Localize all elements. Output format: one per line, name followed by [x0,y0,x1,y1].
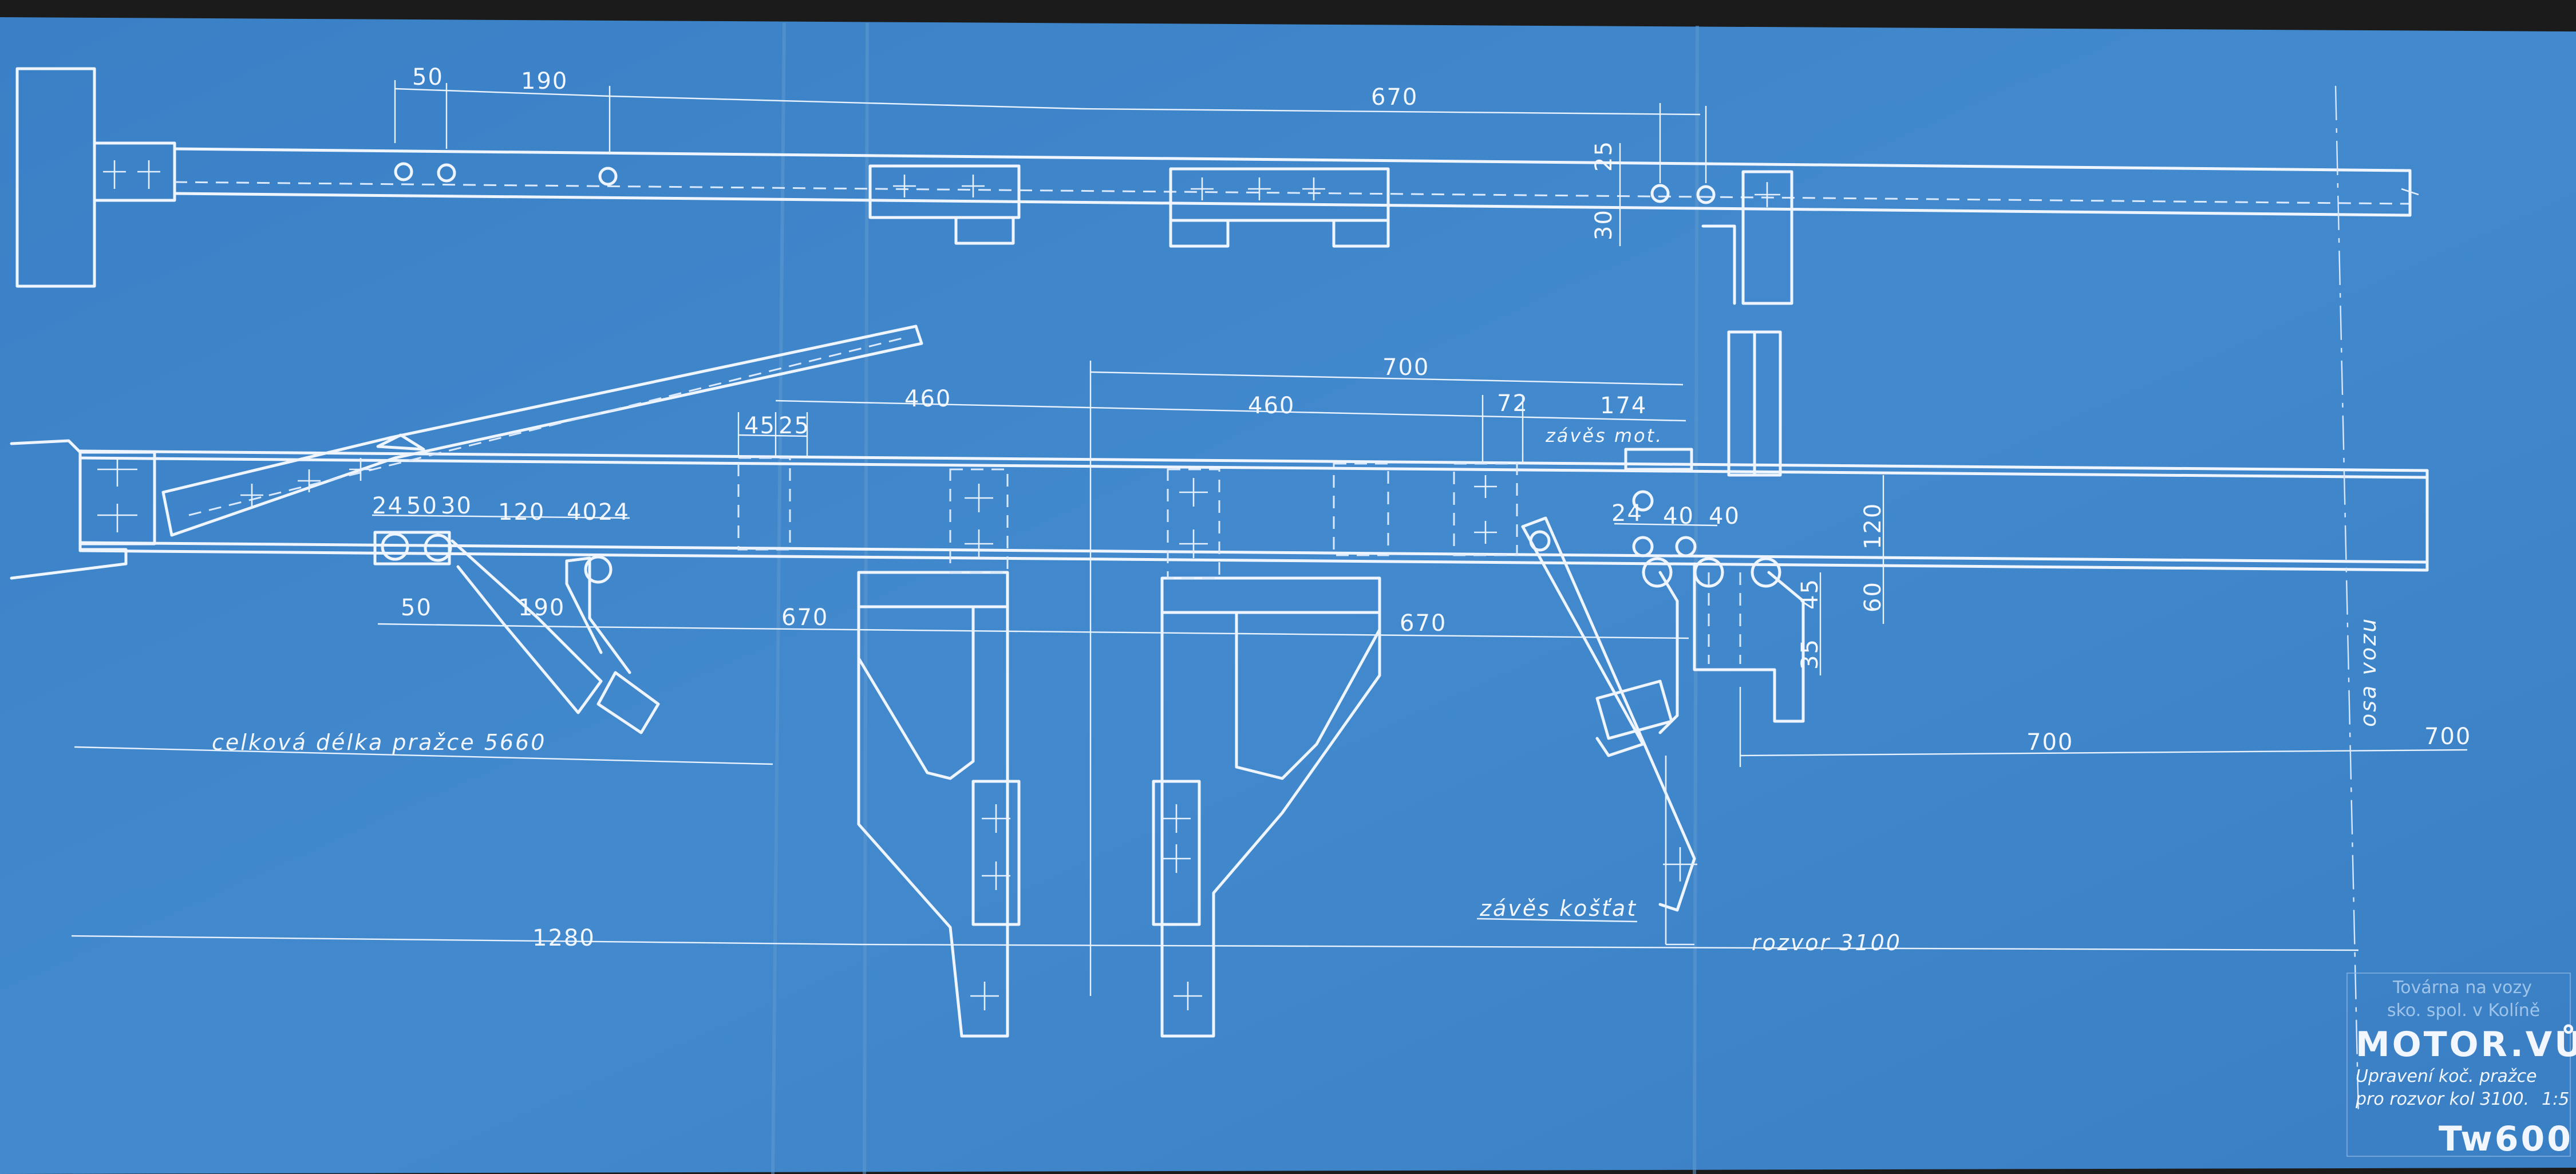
dim-25-top: 25 [779,413,810,439]
dim-45-top: 45 [744,413,776,439]
wheelbase-note: rozvor 3100 [1752,930,1902,955]
dim-45-vertical: 45 [1797,578,1823,610]
title-block: Továrna na vozy sko. spol. v Kolíně MOTO… [2346,973,2576,1159]
total-length-note: celková délka pražce 5660 [212,730,546,755]
motor-hanger-note: závěs mot. [1545,425,1663,446]
top-view-beam [15,67,2419,305]
dim-40-right-a: 40 [1663,503,1694,529]
paper-background [0,17,2576,1174]
factory-stamp-line2: sko. spol. v Kolíně [2387,1001,2540,1021]
dim-174: 174 [1600,393,1647,419]
dim-24-a: 24 [372,493,404,519]
dim-1280: 1280 [532,925,595,951]
dim-40-right-b: 40 [1709,503,1740,529]
main-frame-beam [10,325,2429,588]
dim-460-a: 460 [904,386,951,412]
dim-72: 72 [1497,390,1528,417]
drawing-title: MOTOR.VŮZ. [2356,1024,2576,1065]
dim-24-b: 24 [598,499,630,525]
main-dimensions: 700 460 460 72 174 45 25 24 50 30 120 40… [71,354,2471,996]
dim-670-b: 670 [1400,610,1447,637]
drawing-number: Tw600. [2439,1119,2576,1159]
dim-25: 25 [1591,140,1617,172]
left-hanger [373,531,660,734]
dim-30: 30 [441,493,472,519]
central-hanger-right [1152,468,1381,1038]
dim-120: 120 [498,499,545,525]
right-assembly [1521,330,1805,946]
car-axis-label: osa vozu [2356,617,2381,727]
dim-460-b: 460 [1248,393,1295,419]
dim-670-a: 670 [781,604,828,631]
brush-hanger-leader [1476,918,1638,923]
dim-35-vertical: 35 [1797,638,1823,670]
dim-700-right-a: 700 [2026,729,2073,756]
dim-190: 190 [521,68,568,94]
dim-700-right-b: 700 [2424,724,2471,750]
dim-30: 30 [1591,209,1617,240]
factory-stamp-line1: Továrna na vozy [2392,978,2532,998]
dim-700-upper: 700 [1382,354,1429,381]
description-line2: pro rozvor kol 3100. [2355,1089,2529,1109]
dim-50-lower: 50 [401,595,432,621]
dim-670: 670 [1371,84,1418,110]
paper-seam [863,22,869,1174]
dim-190-lower: 190 [518,595,565,621]
brush-hanger-note: závěs košťat [1479,896,1637,921]
drawing-scale: 1:5 [2542,1089,2569,1109]
dim-50: 50 [412,64,444,90]
top-view-dimensions: 50 190 670 25 30 [394,64,1707,246]
central-hanger-left [857,468,1021,1038]
description-line1: Upravení koč. pražce [2356,1066,2537,1086]
dim-120-vertical: 120 [1860,503,1886,550]
dim-60-vertical: 60 [1860,581,1886,612]
paper-seam [771,22,786,1174]
dim-50-a: 50 [406,493,438,519]
car-axis-line [2334,85,2360,1117]
dim-40: 40 [567,499,598,525]
dim-24-right: 24 [1611,500,1643,527]
